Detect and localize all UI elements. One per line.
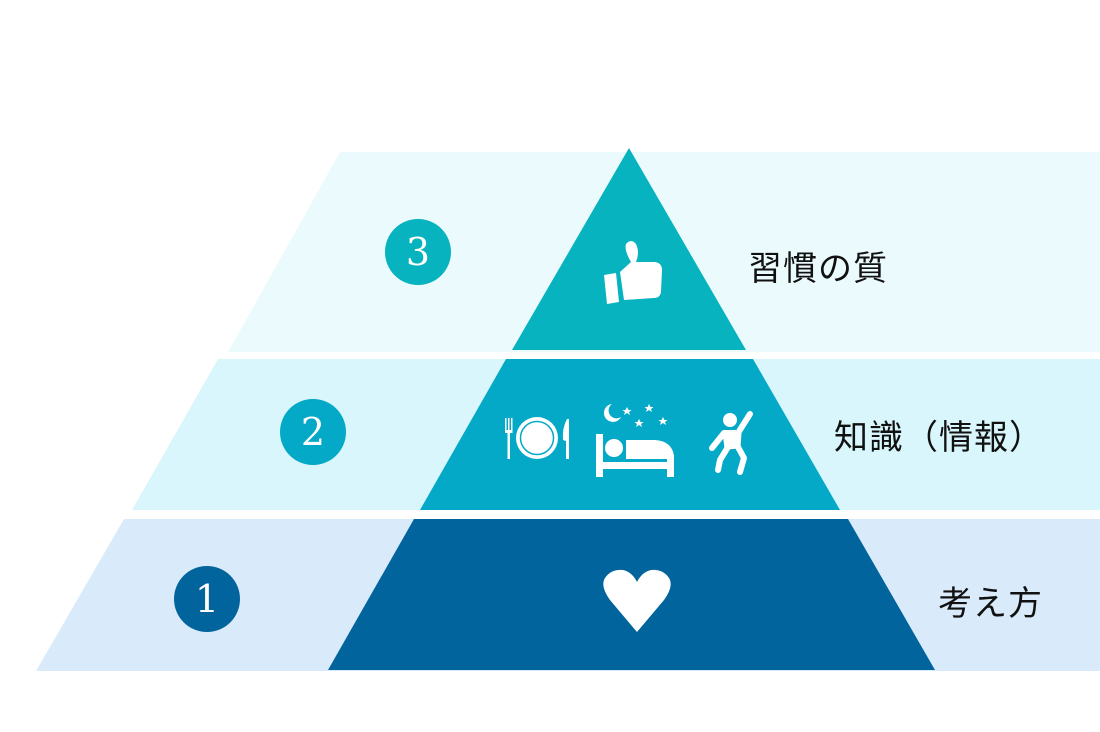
exercise-person-icon bbox=[709, 411, 753, 475]
tier-2-number-badge: 2 bbox=[280, 399, 346, 465]
tier-3-label: 習慣の質 bbox=[748, 249, 888, 289]
fork-plate-knife-icon bbox=[505, 417, 569, 459]
sleep-bed-moon-stars-icon bbox=[596, 404, 674, 477]
tier-1-number-badge: 1 bbox=[174, 566, 240, 632]
thumbs-up-icon bbox=[604, 241, 662, 304]
pyramid-tier-2 bbox=[420, 359, 840, 510]
tier-3-number-badge: 3 bbox=[385, 219, 451, 285]
heart-icon bbox=[603, 569, 671, 632]
tier-1-label: 考え方 bbox=[938, 584, 1043, 624]
tier-2-label: 知識（情報） bbox=[834, 418, 1044, 458]
